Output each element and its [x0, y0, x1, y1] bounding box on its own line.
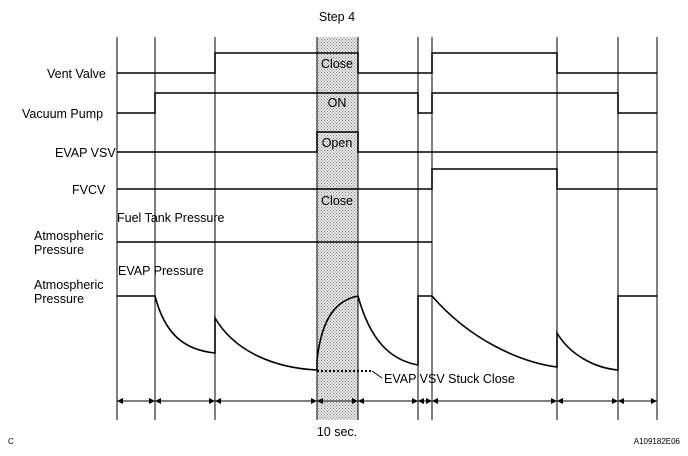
state-vent-valve: Close: [321, 57, 353, 71]
vacuum-pump-waveform: [117, 92, 657, 114]
evap-pressure-waveform: [117, 295, 657, 371]
state-vacuum-pump: ON: [328, 96, 347, 110]
label-fvcv: FVCV: [72, 183, 106, 197]
label-vacuum-pump: Vacuum Pump: [22, 107, 103, 121]
state-evap-vsv: Open: [322, 136, 353, 150]
label-atmospheric-2a: Atmospheric: [34, 278, 103, 292]
step4-highlight-band: [317, 37, 358, 420]
label-atmospheric-1b: Pressure: [34, 243, 84, 257]
state-fvcv: Close: [321, 194, 353, 208]
corner-letter: C: [8, 437, 14, 446]
label-vent-valve: Vent Valve: [47, 67, 106, 81]
label-evap-pressure: EVAP Pressure: [118, 264, 204, 278]
label-fuel-tank-pressure: Fuel Tank Pressure: [117, 211, 225, 225]
label-atmospheric-1a: Atmospheric: [34, 229, 103, 243]
annotation-leader: [371, 370, 383, 379]
evap-vsv-waveform: [117, 131, 657, 153]
figure-id: A109182E06: [634, 437, 681, 446]
fvcv-waveform: [117, 168, 657, 190]
annotation-stuck-close: EVAP VSV Stuck Close: [384, 372, 515, 386]
timing-grid: [116, 37, 658, 420]
label-atmospheric-2b: Pressure: [34, 292, 84, 306]
label-evap-vsv: EVAP VSV: [55, 146, 116, 160]
diagram-title: Step 4: [319, 10, 355, 24]
duration-label: 10 sec.: [317, 425, 357, 439]
vent-valve-waveform: [117, 52, 657, 74]
